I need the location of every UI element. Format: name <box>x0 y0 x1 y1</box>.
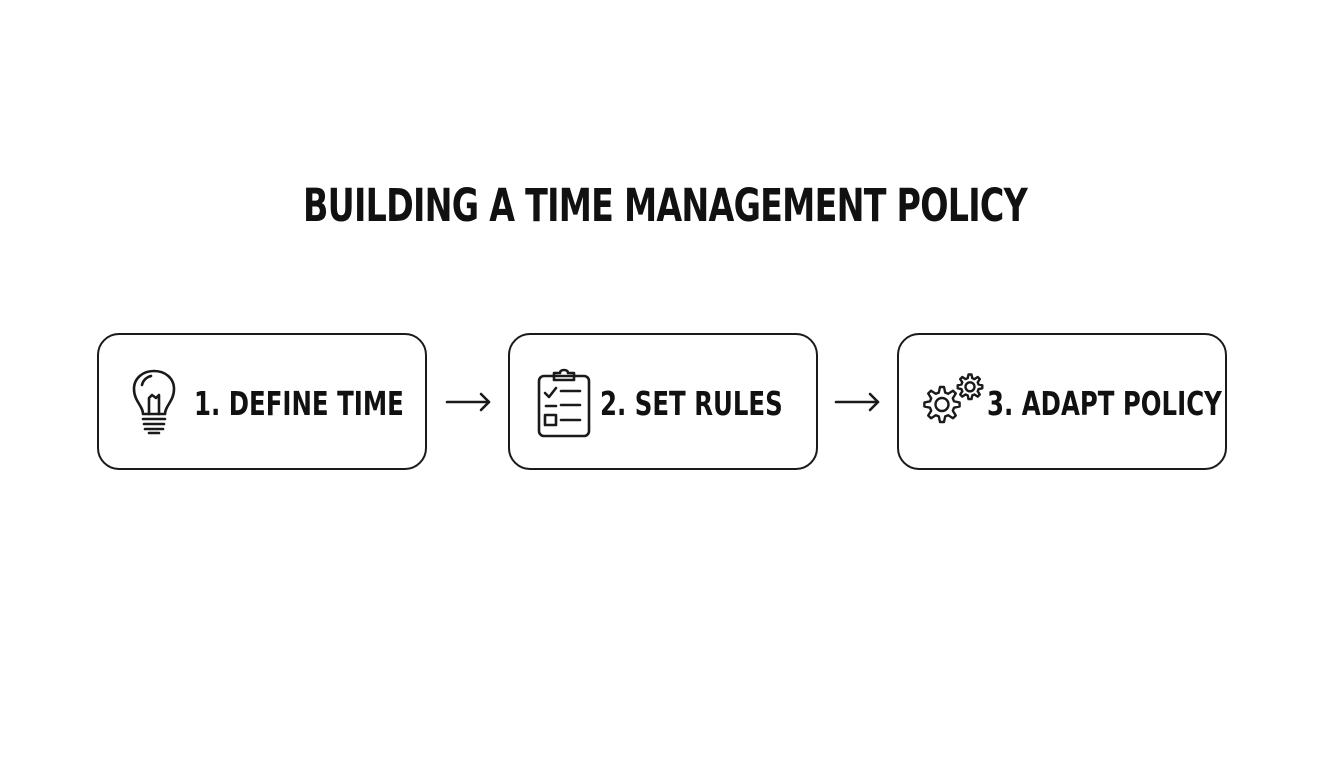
step-label-define-time: 1. DEFINE TIME <box>194 384 404 423</box>
arrow-right-icon <box>445 392 491 412</box>
step-label-adapt-policy: 3. ADAPT POLICY <box>987 384 1222 423</box>
step-define-time: 1. DEFINE TIME <box>97 333 427 470</box>
arrow-right-icon <box>834 392 880 412</box>
lightbulb-icon <box>132 369 176 435</box>
step-label-set-rules: 2. SET RULES <box>600 384 783 423</box>
clipboard-checklist-icon <box>537 368 591 438</box>
step-set-rules: 2. SET RULES <box>508 333 818 470</box>
step-adapt-policy: 3. ADAPT POLICY <box>897 333 1227 470</box>
gears-icon <box>923 373 984 424</box>
diagram-title: BUILDING A TIME MANAGEMENT POLICY <box>303 179 1028 232</box>
